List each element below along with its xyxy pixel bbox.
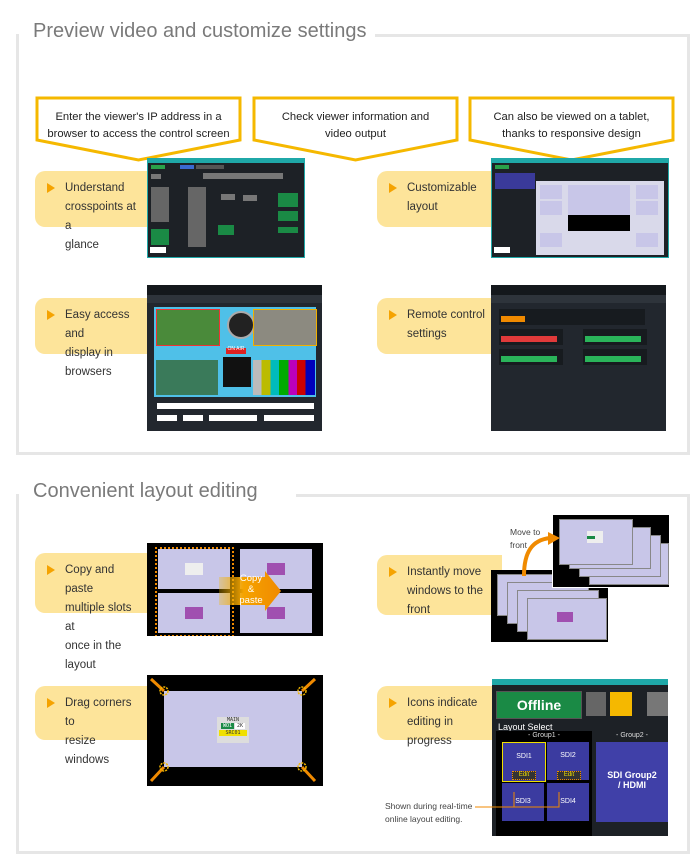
feature-text: settings <box>407 328 447 340</box>
tile-label: / HDMI <box>618 780 646 790</box>
divider <box>309 34 690 37</box>
feature-text: display in <box>65 347 113 359</box>
divider <box>296 494 690 497</box>
screenshot-stacked-front <box>552 514 670 588</box>
save-icon[interactable] <box>586 692 606 716</box>
step-text: Can also be viewed on a tablet, <box>493 111 650 123</box>
group-label: - Group1 - <box>528 732 560 739</box>
feature-text: resize windows <box>65 735 110 766</box>
window-tag: WO1 <box>220 723 234 729</box>
group-label: - Group2 - <box>616 732 648 739</box>
feature-text: browsers <box>65 366 112 378</box>
edit-badge: Edit <box>512 771 536 780</box>
layout-tile-group2[interactable]: SDI Group2 / HDMI <box>596 742 668 822</box>
edit-note: Shown during real-time online layout edi… <box>385 800 472 826</box>
onair-badge: ON AIR <box>227 346 245 352</box>
edit-callout-line <box>475 792 560 808</box>
feature-copy-paste: Copy and paste multiple slots at once in… <box>35 553 150 671</box>
feature-edit-icons: Icons indicate editing in progress <box>377 686 505 747</box>
layout-tile[interactable]: SDI4 <box>547 783 589 821</box>
triangle-icon <box>389 310 397 320</box>
feature-text: editing in progress <box>407 716 454 747</box>
feature-text: Copy and paste <box>65 564 115 595</box>
screenshot-remote-control <box>491 285 666 431</box>
feature-customizable-layout: Customizable layout <box>377 171 502 227</box>
resize-arrows-icon <box>149 677 317 783</box>
feature-text: Instantly move <box>407 566 482 578</box>
tile-label: SDI4 <box>560 798 576 805</box>
triangle-icon <box>389 567 397 577</box>
triangle-icon <box>47 698 55 708</box>
window-source: SRC01 <box>219 730 247 736</box>
feature-move-front: Instantly move windows to the front <box>377 555 502 616</box>
screenshot-copy-paste: Copy & paste <box>147 543 323 636</box>
window-title: MAIN <box>226 717 240 723</box>
copy-paste-label: paste <box>239 595 263 606</box>
screenshot-live-viewer: ON AIR <box>147 285 322 431</box>
step-text: Enter the viewer's IP address in a <box>55 111 222 123</box>
feature-text: crosspoints at a <box>65 201 136 232</box>
layout-tile[interactable]: SDI3 <box>502 783 544 821</box>
note-text: front <box>510 540 528 550</box>
tile-label: SDI2 <box>560 752 576 759</box>
layout-tile[interactable]: SDI2 <box>547 742 589 780</box>
feature-text: multiple slots at <box>65 602 132 633</box>
triangle-icon <box>389 698 397 708</box>
copy-paste-label: & <box>247 584 255 595</box>
note-text: Move to <box>510 527 541 537</box>
move-to-front-label: Move to front <box>510 526 540 552</box>
edit-badge: Edit <box>557 771 581 780</box>
step-box-1: Enter the viewer's IP address in a browse… <box>35 96 242 164</box>
move-arrow-icon <box>522 532 560 576</box>
note-text: Shown during real-time <box>385 801 473 811</box>
copy-paste-label: Copy <box>239 573 263 584</box>
folder-icon[interactable] <box>610 692 632 716</box>
feature-crosspoints: Understand crosspoints at a glance <box>35 171 150 251</box>
feature-text: windows to the <box>407 585 484 597</box>
screenshot-crosspoint-view <box>147 158 305 258</box>
tile-label: SDI3 <box>515 798 531 805</box>
feature-text: Icons indicate <box>407 697 478 709</box>
feature-text: once in the layout <box>65 640 122 671</box>
tile-label: SDI1 <box>516 753 532 760</box>
layout-tile[interactable]: SDI1 <box>502 742 546 782</box>
section-title: Preview video and customize settings <box>33 20 375 43</box>
step-text: browser to access the control screen <box>47 128 230 140</box>
note-text: online layout editing. <box>385 814 463 824</box>
step-box-3: Can also be viewed on a tablet, thanks to… <box>468 96 675 164</box>
offline-button[interactable]: Offline <box>496 691 582 719</box>
section-title: Convenient layout editing <box>33 480 266 503</box>
triangle-icon <box>47 310 55 320</box>
triangle-icon <box>389 183 397 193</box>
feature-text: glance <box>65 239 99 251</box>
step-text: video output <box>325 128 386 140</box>
feature-browser-access: Easy access and display in browsers <box>35 298 150 378</box>
feature-text: layout <box>407 201 438 213</box>
step-box-2: Check viewer information and video output <box>252 96 459 164</box>
feature-text: front <box>407 604 431 616</box>
tile-label: SDI Group2 <box>607 770 657 780</box>
triangle-icon <box>47 183 55 193</box>
layout-select-label: Layout Select <box>498 722 553 732</box>
triangle-icon <box>47 565 55 575</box>
feature-text: Easy access and <box>65 309 130 340</box>
step-text: thanks to responsive design <box>502 128 641 140</box>
screenshot-layout-view <box>491 158 669 258</box>
screenshot-layout-select: Offline Layout Select - Group1 - - Group… <box>492 679 668 836</box>
step-text: Check viewer information and <box>281 111 430 123</box>
feature-resize: Drag corners to resize windows <box>35 686 150 766</box>
feature-text: Remote control <box>407 309 485 321</box>
feature-text: Understand <box>65 182 125 194</box>
feature-remote-control: Remote control settings <box>377 298 502 354</box>
feature-text: Customizable <box>407 182 477 194</box>
feature-text: Drag corners to <box>65 697 132 728</box>
window-tag: 2K <box>235 723 246 729</box>
